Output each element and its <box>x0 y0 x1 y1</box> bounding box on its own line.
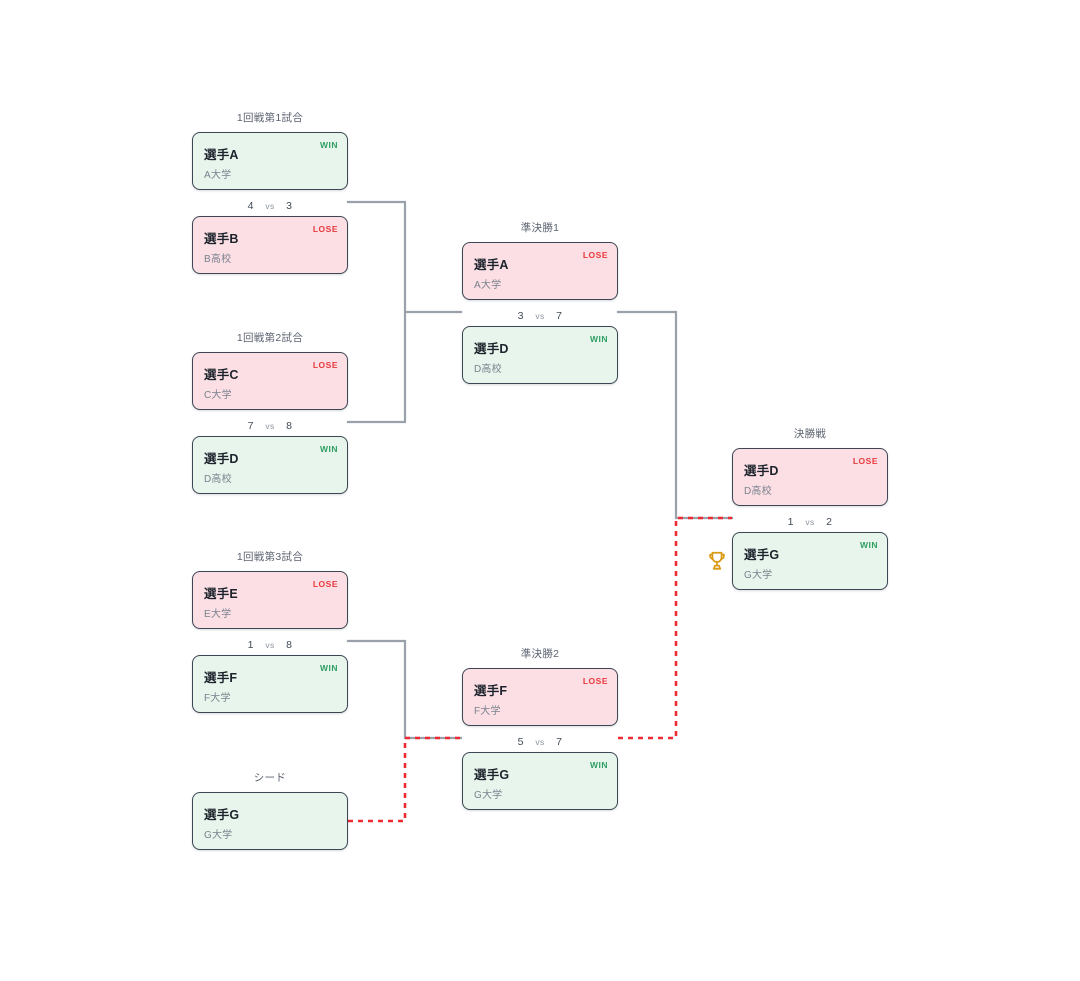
score-top: 1 <box>787 516 794 528</box>
round-label-r1m3: 1回戦第3試合 <box>236 551 304 563</box>
player-team: D高校 <box>474 364 502 375</box>
status-badge: LOSE <box>312 579 338 589</box>
player-team: D高校 <box>204 474 232 485</box>
round-label-sf1: 準決勝1 <box>520 222 560 234</box>
score-top: 4 <box>247 200 254 212</box>
player-team: A大学 <box>474 280 502 291</box>
player-team: E大学 <box>204 609 232 620</box>
connector-sf1-to-final <box>616 310 734 520</box>
status-badge: WIN <box>319 444 338 454</box>
score-separator: vs <box>265 201 275 211</box>
status-badge: WIN <box>319 663 338 673</box>
status-badge: WIN <box>589 334 608 344</box>
score-bottom: 8 <box>286 420 293 432</box>
score-top: 7 <box>247 420 254 432</box>
player-name: 選手A <box>204 148 239 162</box>
score-top: 3 <box>517 310 524 322</box>
match-card-seed[interactable]: 選手G G大学 <box>192 792 348 850</box>
connector-r1-to-sf1 <box>346 200 463 424</box>
score-separator: vs <box>535 737 545 747</box>
round-label-sf2: 準決勝2 <box>520 648 560 660</box>
status-badge: LOSE <box>852 456 878 466</box>
match-card-final-top[interactable]: 選手D D高校 LOSE <box>732 448 888 506</box>
player-name: 選手D <box>744 464 779 478</box>
player-name: 選手A <box>474 258 509 272</box>
score-separator: vs <box>535 311 545 321</box>
player-name: 選手B <box>204 232 239 246</box>
match-card-r1m1-bottom[interactable]: 選手B B高校 LOSE <box>192 216 348 274</box>
match-card-final-bottom[interactable]: 選手G G大学 WIN <box>732 532 888 590</box>
player-name: 選手G <box>744 548 780 562</box>
player-team: G大学 <box>204 830 233 841</box>
match-card-r1m1-top[interactable]: 選手A A大学 WIN <box>192 132 348 190</box>
score-row-sf2: 5 vs 7 <box>462 732 618 750</box>
score-top: 5 <box>517 736 524 748</box>
score-row-sf1: 3 vs 7 <box>462 306 618 324</box>
score-separator: vs <box>265 640 275 650</box>
score-bottom: 8 <box>286 639 293 651</box>
status-badge: LOSE <box>312 224 338 234</box>
status-badge: WIN <box>859 540 878 550</box>
score-row-r1m2: 7 vs 8 <box>192 416 348 434</box>
player-team: G大学 <box>474 790 503 801</box>
player-team: D高校 <box>744 486 772 497</box>
player-team: F大学 <box>204 693 231 704</box>
player-name: 選手D <box>204 452 239 466</box>
player-name: 選手C <box>204 368 239 382</box>
status-badge: LOSE <box>582 250 608 260</box>
player-name: 選手E <box>204 587 238 601</box>
round-label-final: 決勝戦 <box>793 428 827 440</box>
score-bottom: 7 <box>556 736 563 748</box>
match-card-r1m2-top[interactable]: 選手C C大学 LOSE <box>192 352 348 410</box>
winner-path-seed-to-sf2 <box>348 736 461 823</box>
player-name: 選手G <box>474 768 510 782</box>
match-card-sf2-top[interactable]: 選手F F大学 LOSE <box>462 668 618 726</box>
round-label-seed: シード <box>253 772 287 784</box>
score-bottom: 3 <box>286 200 293 212</box>
match-card-r1m3-top[interactable]: 選手E E大学 LOSE <box>192 571 348 629</box>
match-card-sf1-bottom[interactable]: 選手D D高校 WIN <box>462 326 618 384</box>
player-name: 選手D <box>474 342 509 356</box>
player-team: A大学 <box>204 170 232 181</box>
player-name: 選手F <box>204 671 238 685</box>
match-card-sf1-top[interactable]: 選手A A大学 LOSE <box>462 242 618 300</box>
score-bottom: 2 <box>826 516 833 528</box>
player-team: F大学 <box>474 706 501 717</box>
score-separator: vs <box>265 421 275 431</box>
match-card-sf2-bottom[interactable]: 選手G G大学 WIN <box>462 752 618 810</box>
score-top: 1 <box>247 639 254 651</box>
score-separator: vs <box>805 517 815 527</box>
score-row-final: 1 vs 2 <box>732 512 888 530</box>
status-badge: LOSE <box>312 360 338 370</box>
trophy-icon <box>709 551 725 570</box>
status-badge: WIN <box>589 760 608 770</box>
match-card-r1m2-bottom[interactable]: 選手D D高校 WIN <box>192 436 348 494</box>
score-row-r1m3: 1 vs 8 <box>192 635 348 653</box>
player-team: G大学 <box>744 570 773 581</box>
score-row-r1m1: 4 vs 3 <box>192 196 348 214</box>
player-name: 選手F <box>474 684 508 698</box>
round-label-r1m2: 1回戦第2試合 <box>236 332 304 344</box>
player-team: B高校 <box>204 254 232 265</box>
player-name: 選手G <box>204 808 240 822</box>
status-badge: LOSE <box>582 676 608 686</box>
score-bottom: 7 <box>556 310 563 322</box>
match-card-r1m3-bottom[interactable]: 選手F F大学 WIN <box>192 655 348 713</box>
player-team: C大学 <box>204 390 232 401</box>
status-badge: WIN <box>319 140 338 150</box>
connector-r1m3-to-sf2 <box>346 639 463 740</box>
round-label-r1m1: 1回戦第1試合 <box>236 112 304 124</box>
